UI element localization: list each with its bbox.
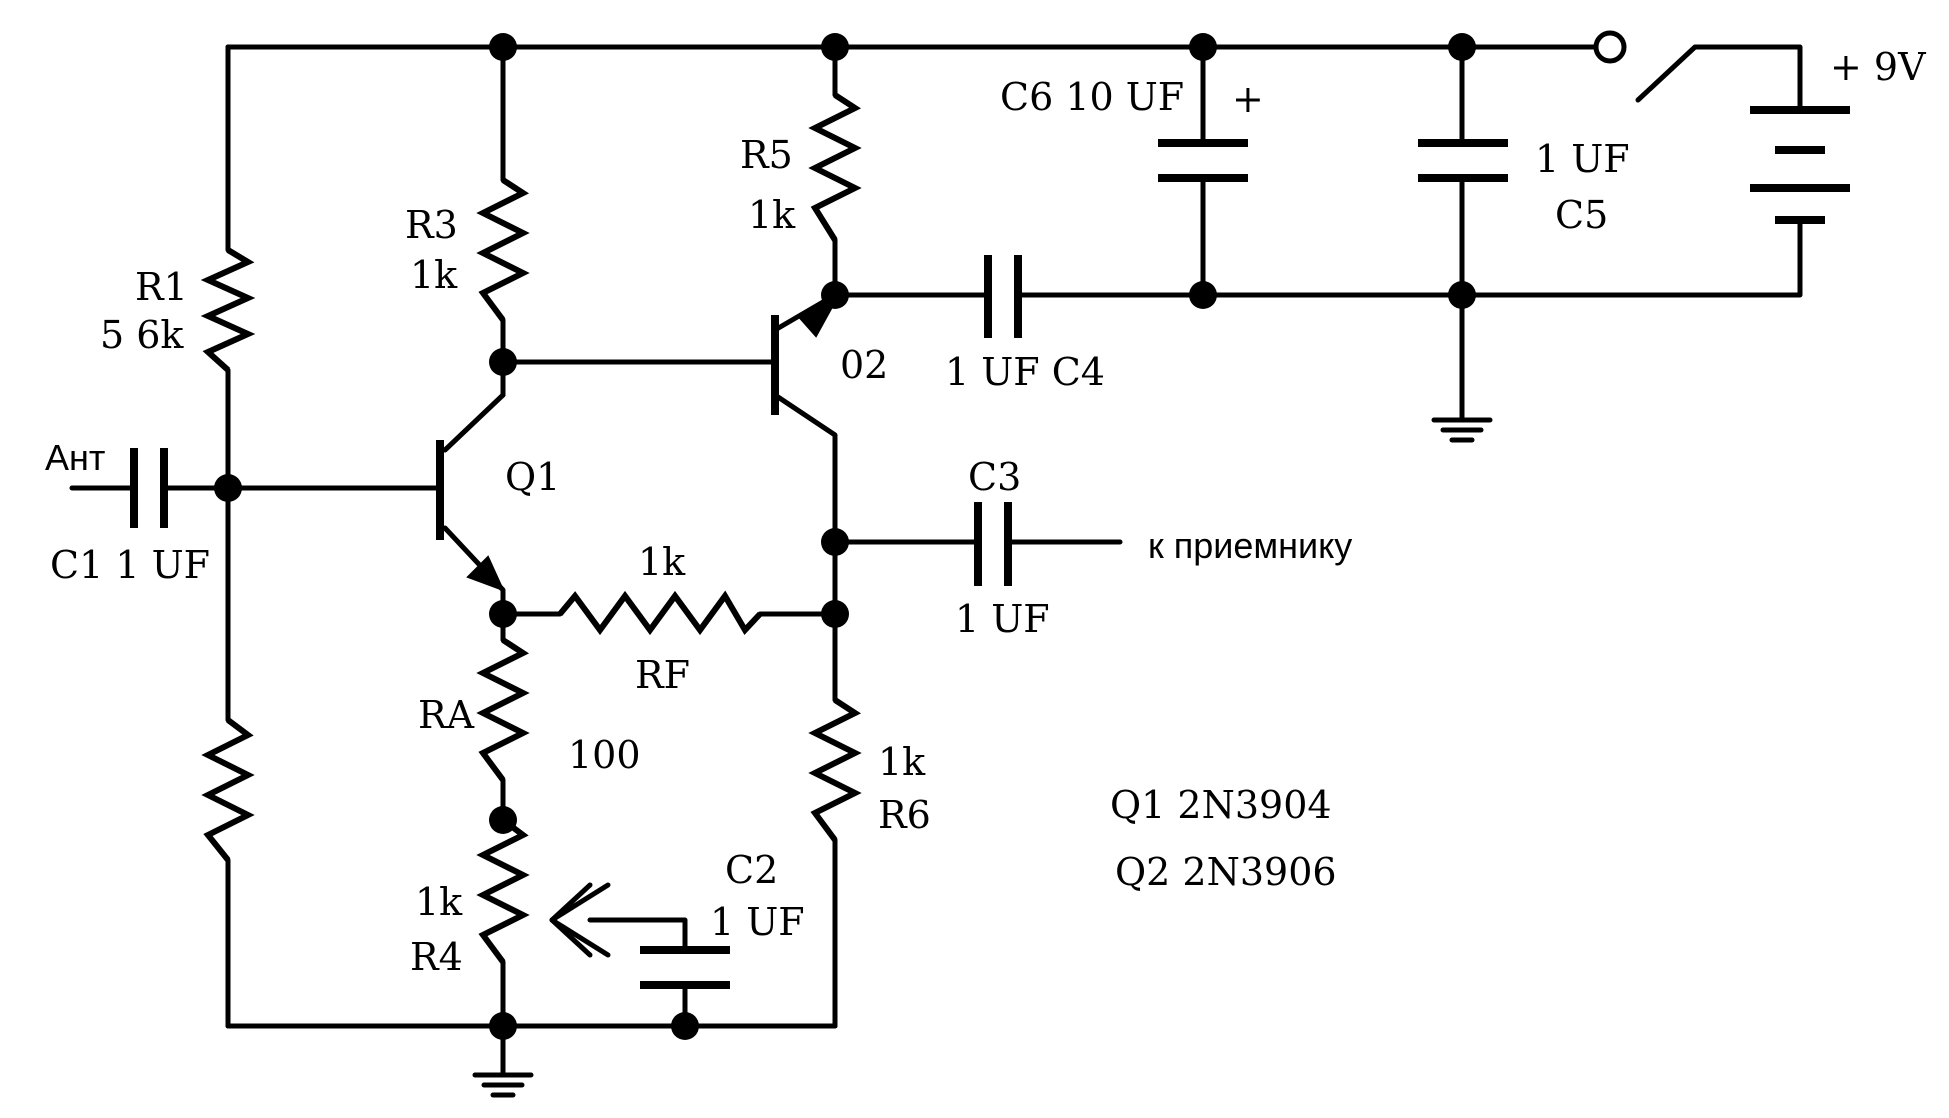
output-label: к приемнику xyxy=(1148,525,1352,566)
r5-name-label: R5 xyxy=(740,133,793,177)
c3-value-label: 1 UF xyxy=(955,597,1050,641)
r1-name-label: R1 xyxy=(135,265,188,309)
battery-9v xyxy=(1750,106,1850,224)
ra-name-label: RA xyxy=(418,693,475,737)
capacitor-c4 xyxy=(984,255,1022,338)
q2-part-label: Q2 2N3906 xyxy=(1115,850,1337,894)
r4-value-label: 1k xyxy=(415,880,463,924)
power-switch xyxy=(1593,30,1723,103)
capacitor-c6 xyxy=(1158,139,1248,182)
resistor-ra xyxy=(476,637,530,782)
r3-name-label: R3 xyxy=(405,203,458,247)
junction-nodes xyxy=(214,33,1476,1040)
resistor-r3 xyxy=(476,177,530,322)
antenna-label: Ант xyxy=(45,437,105,478)
capacitor-c1 xyxy=(130,448,168,528)
capacitor-c5 xyxy=(1418,139,1508,182)
r1-value-label: 5 6k xyxy=(100,313,184,357)
c5-value-label: 1 UF xyxy=(1535,137,1630,181)
q1-collector-wire xyxy=(442,359,506,453)
c6-label: C6 10 UF xyxy=(1000,75,1184,119)
c2-wire xyxy=(587,917,688,1029)
c5-name-label: C5 xyxy=(1555,193,1608,237)
resistor-r6 xyxy=(808,697,862,842)
q1-emitter-arrow-icon xyxy=(466,555,505,592)
capacitor-c2-trimmer xyxy=(549,882,730,989)
resistor-r4 xyxy=(476,817,530,964)
ground-icon-bottom xyxy=(472,1072,534,1098)
c3-name-label: C3 xyxy=(968,455,1021,499)
rf-name-label: RF xyxy=(635,653,690,697)
ra-value-label: 100 xyxy=(568,733,641,777)
c2-name-label: C2 xyxy=(725,848,778,892)
r6-value-label: 1k xyxy=(878,740,926,784)
c2-value-label: 1 UF xyxy=(710,900,805,944)
rf-value-label: 1k xyxy=(638,540,686,584)
c6-plus-label: + xyxy=(1232,77,1264,121)
c4-label: 1 UF C4 xyxy=(945,350,1105,394)
r4-name-label: R4 xyxy=(410,935,463,979)
transistor-q1 xyxy=(436,440,505,592)
resistor-r2 xyxy=(201,717,255,862)
resistor-r5 xyxy=(808,92,862,242)
wires xyxy=(69,44,1803,1078)
resistor-rf xyxy=(557,590,763,636)
q2-label: 02 xyxy=(840,343,888,387)
resistor-r1 xyxy=(200,247,256,373)
q1-part-label: Q1 2N3904 xyxy=(1110,783,1332,827)
q1-label: Q1 xyxy=(505,455,560,499)
ground-icon-right xyxy=(1431,417,1493,443)
c1-label: C1 1 UF xyxy=(50,543,210,587)
battery-loop-wire xyxy=(1459,44,1803,298)
r3-value-label: 1k xyxy=(410,253,458,297)
r5-value-label: 1k xyxy=(748,193,796,237)
capacitor-c3 xyxy=(974,502,1012,586)
transistor-q2 xyxy=(771,293,841,415)
r6-name-label: R6 xyxy=(878,793,931,837)
battery-label: + 9V xyxy=(1830,45,1926,89)
